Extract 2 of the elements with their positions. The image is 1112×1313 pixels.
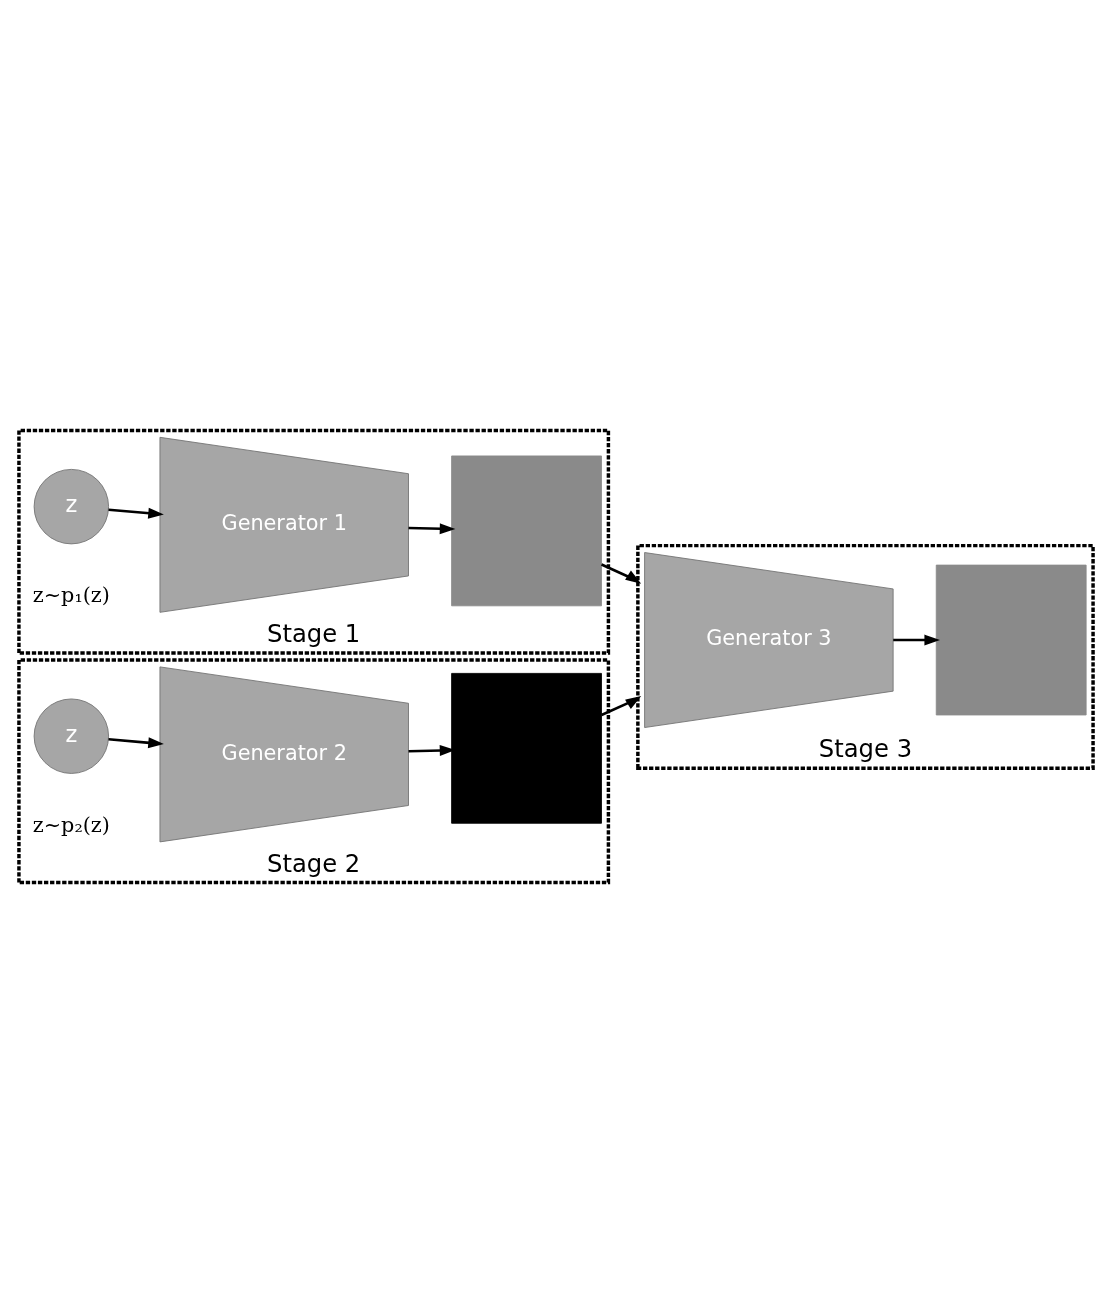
node-label: z∼p₂(z) xyxy=(32,812,110,837)
node-label: z∼p₁(z) xyxy=(32,583,110,608)
